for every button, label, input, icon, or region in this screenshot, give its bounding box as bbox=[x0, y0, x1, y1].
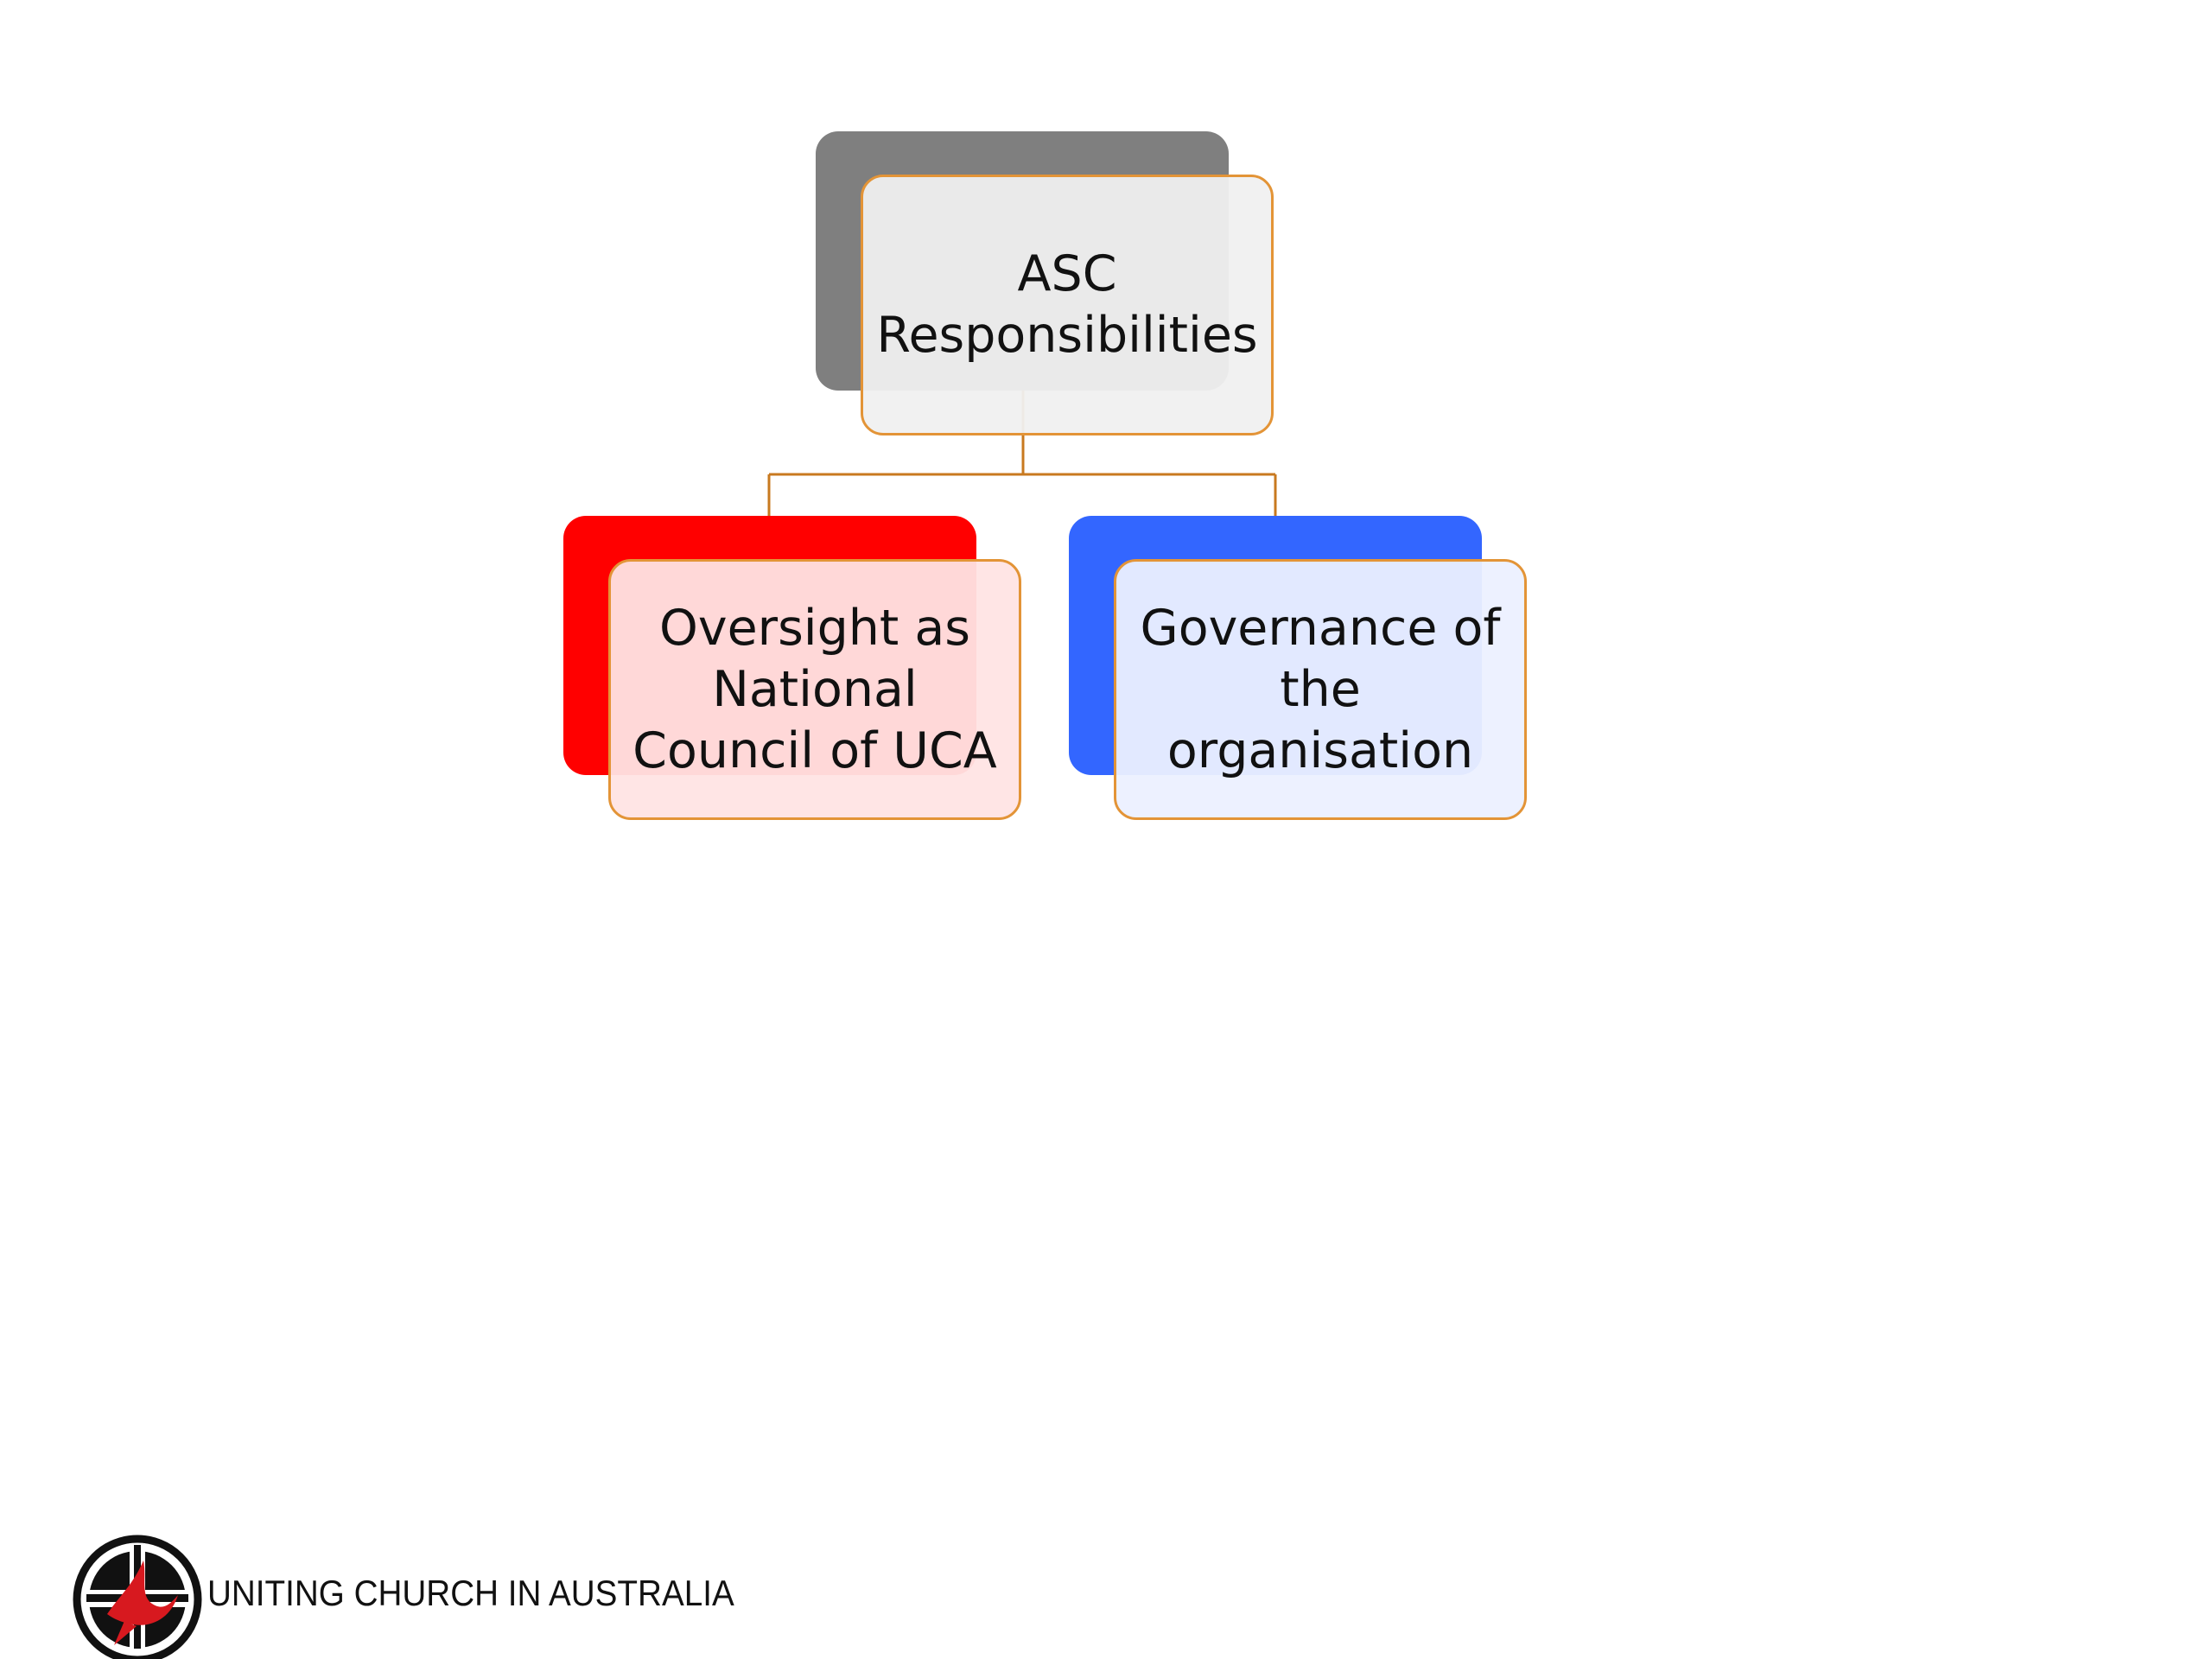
child-node-oversight: Oversight as National Council of UCA bbox=[608, 559, 1021, 820]
uniting-church-cross-dove-icon bbox=[73, 1535, 202, 1659]
root-node-label: ASC Responsibilities bbox=[876, 245, 1258, 364]
root-node-asc-responsibilities: ASC Responsibilities bbox=[861, 175, 1274, 435]
child-node-governance-label: Governance of the organisation bbox=[1140, 599, 1501, 779]
child-node-governance: Governance of the organisation bbox=[1114, 559, 1527, 820]
org-name-wordmark: UNITING CHURCH IN AUSTRALIA bbox=[207, 1573, 734, 1613]
child-node-oversight-label: Oversight as National Council of UCA bbox=[632, 599, 997, 779]
